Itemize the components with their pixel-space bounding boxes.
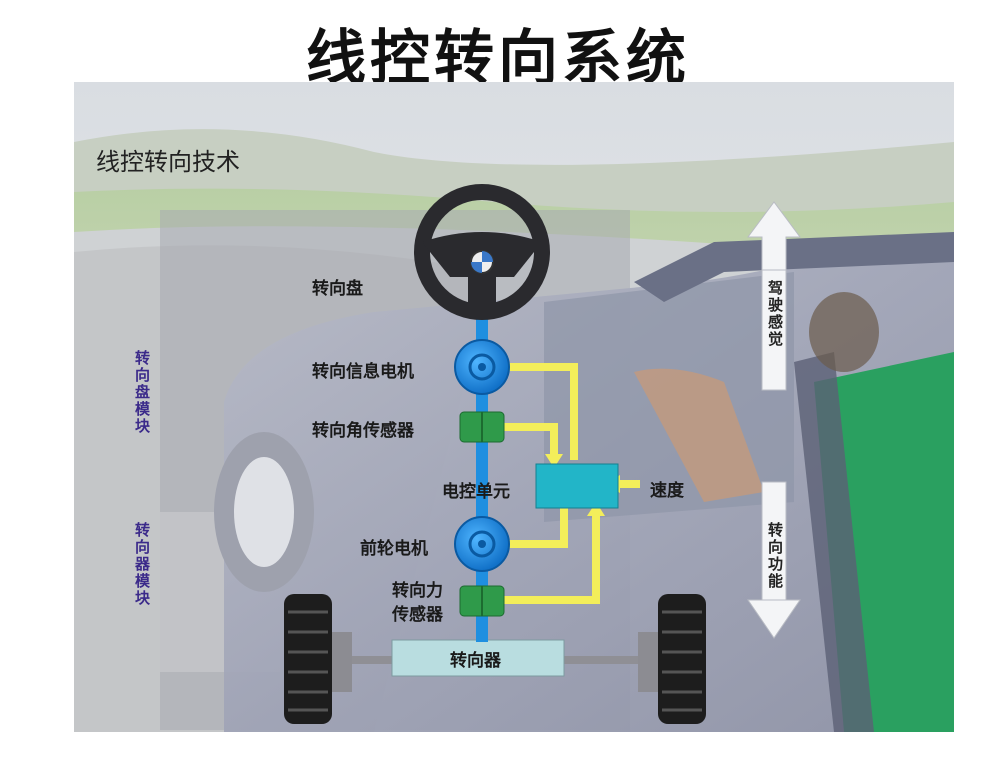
steering-gear-module-label: 转向器模块: [133, 522, 151, 607]
speed-label: 速度: [650, 481, 684, 501]
steering-wheel-module-label: 转向盘模块: [133, 350, 151, 435]
diagram-photo: 线控转向技术 转向盘 转向信息电机 转向角传感器 电控单元 速度 前轮电机 转向…: [74, 82, 954, 732]
feedback-motor-label: 转向信息电机: [312, 362, 414, 382]
force-sensor-label-line1: 转向力: [392, 581, 443, 601]
ecu-label: 电控单元: [442, 482, 510, 502]
steering-gear-label: 转向器: [450, 651, 501, 671]
force-sensor-label-line2: 传感器: [392, 605, 443, 625]
subtitle: 线控转向技术: [96, 148, 240, 176]
steering-wheel-icon: [414, 184, 550, 320]
steering-wheel-label: 转向盘: [312, 279, 363, 299]
front-motor-label: 前轮电机: [360, 539, 428, 559]
driving-feel-label: 驾驶感觉: [766, 280, 784, 348]
scene-illustration: [74, 82, 954, 732]
steering-function-label: 转向功能: [766, 522, 784, 590]
angle-sensor-label: 转向角传感器: [312, 421, 414, 441]
